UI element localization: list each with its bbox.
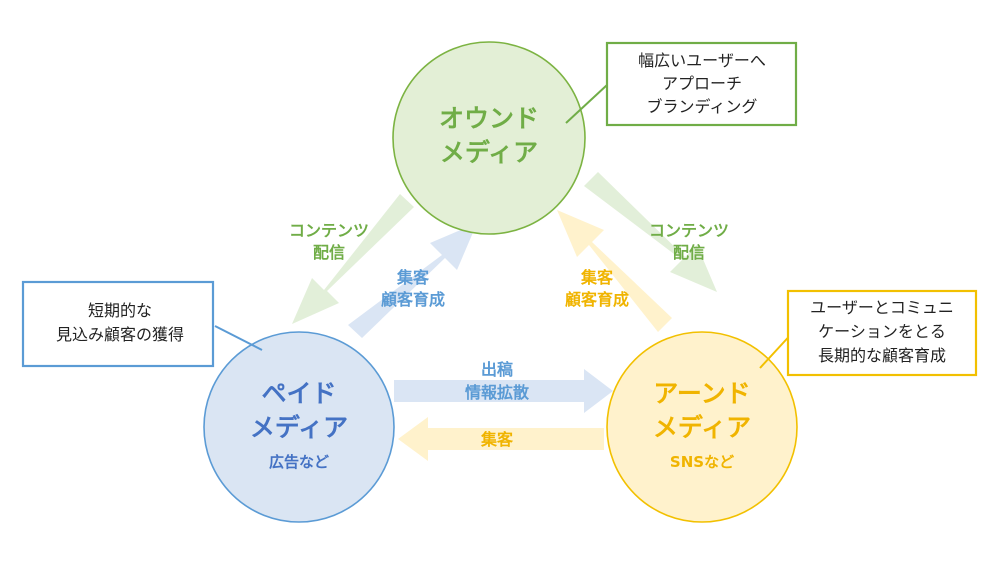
label-owned-to-paid-line-1: コンテンツ — [289, 221, 369, 240]
label-owned-to-paid-line-2: 配信 — [313, 243, 345, 262]
paid-media-title-line-1: ペイド — [261, 379, 336, 408]
label-paid-to-owned-line-2: 顧客育成 — [381, 290, 445, 309]
paid-media-title-line-2: メディア — [250, 413, 348, 442]
label-earned-to-owned-line-1: 集客 — [580, 268, 614, 287]
paid-media-circle — [203, 331, 395, 523]
paid-callout-line-2: 見込み顧客の獲得 — [56, 325, 184, 344]
label-owned-to-earned-line-2: 配信 — [673, 243, 705, 262]
owned-media-title-line-1: オウンド — [439, 104, 539, 133]
label-paid-to-owned-line-1: 集客 — [396, 268, 430, 287]
owned-callout-line-2: アプローチ — [662, 74, 742, 93]
earned-media-title-line-1: アーンド — [653, 379, 750, 408]
paid-media-subtitle: 広告など — [269, 453, 329, 471]
earned-media-title-line-2: メディア — [653, 413, 751, 442]
arrow-owned-to-earned — [584, 172, 717, 292]
earned-media-circle — [606, 331, 798, 523]
paid-callout-connector — [214, 325, 263, 351]
label-earned-to-paid: 集客 — [480, 430, 514, 449]
arrow-paid-to-owned — [348, 223, 477, 338]
paid-callout-line-1: 短期的な — [88, 301, 152, 320]
earned-callout-line-3: 長期的な顧客育成 — [818, 346, 946, 365]
owned-callout-line-3: ブランディング — [647, 97, 758, 116]
owned-callout-box — [605, 41, 798, 127]
arrow-earned-to-owned — [557, 210, 672, 332]
owned-callout-connector — [565, 84, 608, 124]
label-paid-to-earned-line-1: 出稿 — [481, 360, 513, 379]
arrow-earned-to-paid — [398, 417, 604, 461]
arrow-paid-to-earned — [394, 369, 613, 413]
earned-callout-line-1: ユーザーとコミュニ — [810, 298, 954, 317]
label-earned-to-owned-line-2: 顧客育成 — [565, 290, 629, 309]
owned-callout-line-1: 幅広いユーザーへ — [638, 51, 766, 70]
arrow-owned-to-paid — [292, 194, 414, 324]
earned-callout-box — [786, 289, 978, 377]
earned-media-subtitle: SNSなど — [670, 453, 734, 471]
earned-callout-line-2: ケーションをとる — [818, 322, 946, 341]
label-owned-to-earned-line-1: コンテンツ — [649, 221, 729, 240]
owned-media-title-line-2: メディア — [440, 138, 538, 167]
owned-media-circle — [392, 41, 586, 235]
paid-callout-box — [21, 280, 215, 368]
label-paid-to-earned-line-2: 情報拡散 — [465, 383, 530, 402]
